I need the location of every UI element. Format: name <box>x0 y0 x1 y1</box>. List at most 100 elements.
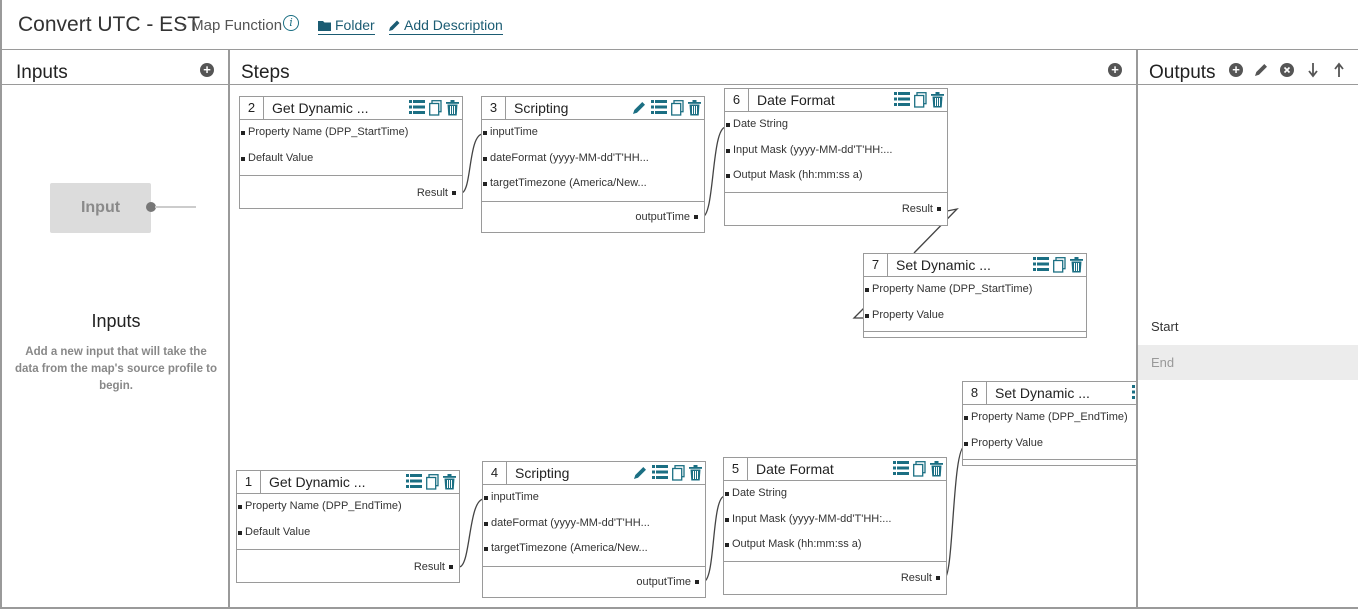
input-connector-dot[interactable] <box>146 202 156 212</box>
wire-1-to-4 <box>458 498 485 568</box>
output-item-end[interactable]: End <box>1138 345 1358 380</box>
step-input-port[interactable]: Property Value <box>864 303 1086 329</box>
input-placeholder-box[interactable]: Input <box>50 183 151 233</box>
step-input-port[interactable]: Default Value <box>237 520 459 546</box>
step-output-port[interactable]: Result <box>417 187 456 199</box>
step-footer-divider <box>482 201 704 202</box>
step-input-port[interactable]: Output Mask (hh:mm:ss a) <box>724 532 946 558</box>
copy-icon[interactable] <box>426 474 439 493</box>
trash-icon[interactable] <box>689 465 702 484</box>
step-footer-divider <box>725 192 947 193</box>
list-icon[interactable] <box>893 461 909 480</box>
step-input-port[interactable]: targetTimezone (America/New... <box>483 536 705 562</box>
step-footer-divider <box>724 561 946 562</box>
trash-icon[interactable] <box>446 100 459 119</box>
add-icon[interactable]: + <box>1229 63 1243 77</box>
step-input-port[interactable]: Date String <box>724 481 946 507</box>
pencil-icon[interactable] <box>632 100 647 119</box>
step-title: Get Dynamic ... <box>272 100 369 116</box>
step-title: Date Format <box>756 461 834 477</box>
step-node-1[interactable]: 1 Get Dynamic ... Property Name (DPP_End… <box>236 470 460 583</box>
move-down-icon[interactable] <box>1307 62 1319 83</box>
step-number: 3 <box>482 97 506 119</box>
step-number: 4 <box>483 462 507 484</box>
add-description-link[interactable]: Add Description <box>389 17 503 35</box>
trash-icon[interactable] <box>1070 257 1083 276</box>
move-up-icon[interactable] <box>1333 62 1345 83</box>
step-output-port[interactable]: outputTime <box>636 576 699 588</box>
step-input-port[interactable]: inputTime <box>482 120 704 146</box>
remove-icon[interactable] <box>1280 63 1294 82</box>
step-output-port[interactable]: Result <box>902 203 941 215</box>
step-input-port[interactable]: Default Value <box>240 146 462 172</box>
trash-icon[interactable] <box>930 461 943 480</box>
inputs-panel-title: Inputs <box>16 62 68 83</box>
add-description-label: Add Description <box>404 17 503 33</box>
step-node-6[interactable]: 6 Date Format Date String Input Mask (yy… <box>724 88 948 226</box>
step-input-port[interactable]: Property Name (DPP_EndTime) <box>237 494 459 520</box>
step-header: 4 Scripting <box>483 462 705 485</box>
step-node-3[interactable]: 3 Scripting inputTime dateFormat (yyyy-M… <box>481 96 705 233</box>
folder-icon <box>318 21 331 31</box>
step-input-port[interactable]: dateFormat (yyyy-MM-dd'T'HH... <box>482 146 704 172</box>
add-step-icon[interactable]: + <box>1108 63 1122 77</box>
list-icon[interactable] <box>651 100 667 119</box>
step-node-7[interactable]: 7 Set Dynamic ... Property Name (DPP_Sta… <box>863 253 1087 338</box>
step-output-port[interactable]: outputTime <box>635 211 698 223</box>
trash-icon[interactable] <box>443 474 456 493</box>
step-title: Date Format <box>757 92 835 108</box>
list-icon[interactable] <box>652 465 668 484</box>
copy-icon[interactable] <box>672 465 685 484</box>
folder-label: Folder <box>335 17 375 33</box>
step-number: 7 <box>864 254 888 276</box>
step-input-port[interactable]: inputTime <box>483 485 705 511</box>
step-output-port[interactable]: Result <box>901 572 940 584</box>
trash-icon[interactable] <box>688 100 701 119</box>
list-icon[interactable] <box>406 474 422 493</box>
info-icon[interactable]: i <box>283 15 299 31</box>
trash-icon[interactable] <box>931 92 944 111</box>
step-title: Set Dynamic ... <box>995 385 1090 401</box>
step-node-4[interactable]: 4 Scripting inputTime dateFormat (yyyy-M… <box>482 461 706 598</box>
step-title: Set Dynamic ... <box>896 257 991 273</box>
step-input-port[interactable]: Property Name (DPP_StartTime) <box>864 277 1086 303</box>
copy-icon[interactable] <box>429 100 442 119</box>
copy-icon[interactable] <box>1053 257 1066 276</box>
output-item-start[interactable]: Start <box>1151 319 1179 334</box>
step-input-port[interactable]: Output Mask (hh:mm:ss a) <box>725 163 947 189</box>
step-node-2[interactable]: 2 Get Dynamic ... Property Name (DPP_Sta… <box>239 96 463 209</box>
step-input-port[interactable]: Input Mask (yyyy-MM-dd'T'HH:... <box>724 507 946 533</box>
copy-icon[interactable] <box>914 92 927 111</box>
step-header: 6 Date Format <box>725 89 947 112</box>
step-node-5[interactable]: 5 Date Format Date String Input Mask (yy… <box>723 457 947 595</box>
outputs-panel-title: Outputs <box>1149 62 1216 83</box>
step-number: 5 <box>724 458 748 480</box>
step-output-port[interactable]: Result <box>414 561 453 573</box>
inputs-empty-heading: Inputs <box>91 311 141 331</box>
pencil-icon <box>389 20 400 31</box>
wire-3-to-6 <box>701 126 727 218</box>
step-input-port[interactable]: Date String <box>725 112 947 138</box>
copy-icon[interactable] <box>913 461 926 480</box>
step-title: Scripting <box>515 465 570 481</box>
step-input-port[interactable]: Input Mask (yyyy-MM-dd'T'HH:... <box>725 138 947 164</box>
step-input-port[interactable]: Property Value <box>963 431 1136 457</box>
step-header: 2 Get Dynamic ... <box>240 97 462 120</box>
step-toolbar <box>406 474 456 493</box>
list-icon[interactable] <box>894 92 910 111</box>
copy-icon[interactable] <box>671 100 684 119</box>
list-icon[interactable] <box>1033 257 1049 276</box>
step-input-port[interactable]: Property Name (DPP_EndTime) <box>963 405 1136 431</box>
step-input-port[interactable]: dateFormat (yyyy-MM-dd'T'HH... <box>483 511 705 537</box>
list-icon[interactable] <box>409 100 425 119</box>
step-input-port[interactable]: Property Name (DPP_StartTime) <box>240 120 462 146</box>
list-icon[interactable] <box>1132 385 1136 404</box>
folder-link[interactable]: Folder <box>318 17 375 35</box>
pencil-icon[interactable] <box>633 465 648 484</box>
step-node-8[interactable]: 8 Set Dynamic ... Property Name (DPP_End… <box>962 381 1136 466</box>
step-input-port[interactable]: targetTimezone (America/New... <box>482 171 704 197</box>
add-input-icon[interactable]: + <box>200 63 214 77</box>
step-title: Scripting <box>514 100 569 116</box>
edit-icon[interactable] <box>1254 62 1269 82</box>
